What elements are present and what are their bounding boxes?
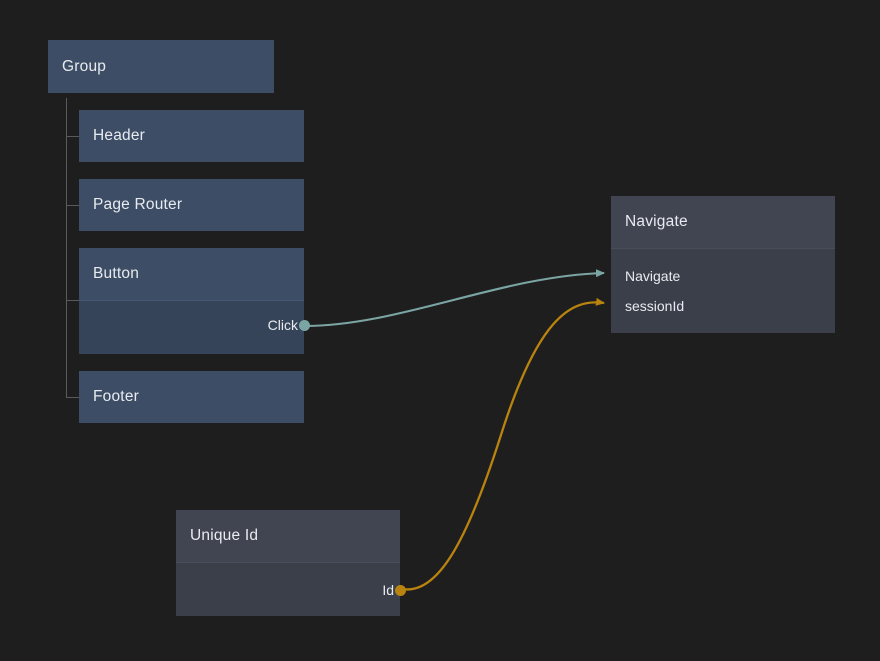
port-button-click-dot[interactable] <box>298 319 310 331</box>
node-page-router[interactable]: Page Router <box>79 179 304 231</box>
node-navigate-title: Navigate <box>611 196 835 248</box>
port-button-click[interactable]: Click <box>262 317 310 333</box>
node-header-title: Header <box>79 110 304 162</box>
node-unique-id-body: Id <box>176 562 406 616</box>
tree-stub-footer <box>66 397 79 398</box>
node-footer-title: Footer <box>79 371 304 423</box>
port-unique-id-out-id-dot[interactable] <box>394 584 406 596</box>
tree-stub-header <box>66 136 79 137</box>
node-button[interactable]: Button Click <box>79 248 310 354</box>
port-unique-id-out-id[interactable]: Id <box>376 582 406 598</box>
port-navigate-in-sessionid[interactable]: sessionId <box>611 298 690 314</box>
edge-button-click-to-navigate <box>303 269 605 328</box>
node-unique-id[interactable]: Unique Id Id <box>176 510 406 616</box>
node-button-title: Button <box>79 248 304 300</box>
port-navigate-in-navigate[interactable]: Navigate <box>611 268 686 284</box>
tree-stub-page-router <box>66 205 79 206</box>
tree-stub-button <box>66 300 79 301</box>
node-page-router-title: Page Router <box>79 179 304 231</box>
node-group-title: Group <box>48 40 274 93</box>
node-button-body: Click <box>79 300 310 354</box>
node-unique-id-title: Unique Id <box>176 510 400 562</box>
node-group[interactable]: Group <box>48 40 274 93</box>
port-button-click-label: Click <box>267 317 298 333</box>
edge-uniqueid-to-sessionid <box>401 297 605 591</box>
port-navigate-in-sessionid-label: sessionId <box>625 298 685 314</box>
node-footer[interactable]: Footer <box>79 371 304 423</box>
tree-vertical-line <box>66 98 67 397</box>
port-unique-id-out-id-label: Id <box>382 582 394 598</box>
node-navigate[interactable]: Navigate Navigate sessionId <box>611 196 835 333</box>
port-navigate-in-navigate-label: Navigate <box>625 268 681 284</box>
node-header[interactable]: Header <box>79 110 304 162</box>
node-navigate-body: Navigate sessionId <box>611 248 835 333</box>
